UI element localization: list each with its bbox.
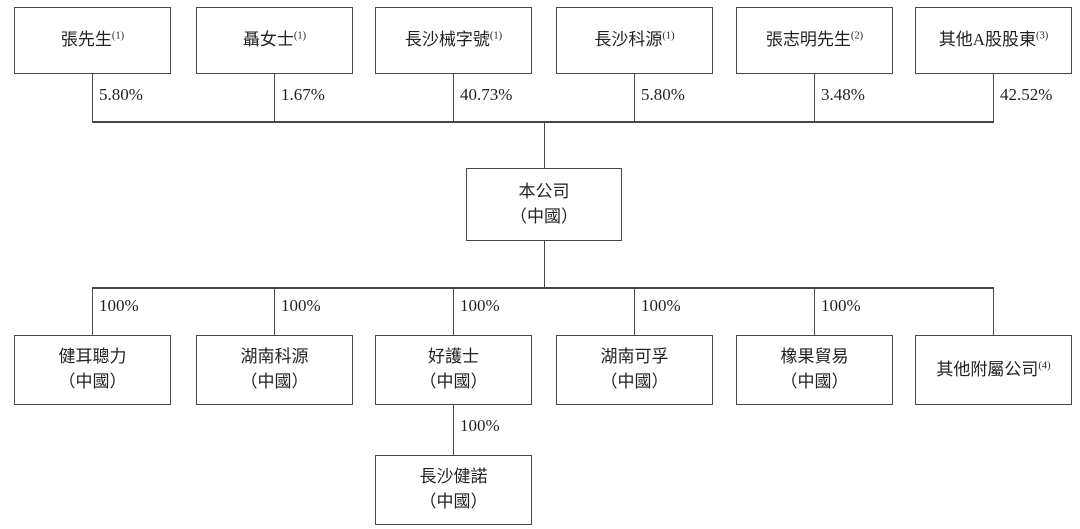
subsidiary-location: （中國）: [58, 372, 127, 391]
subsidiary-location: （中國）: [419, 492, 488, 511]
footnote-marker: (4): [1038, 360, 1051, 372]
connector-line: [992, 74, 994, 122]
ownership-pct-label: 1.67%: [281, 85, 325, 104]
subsidiary-name: 橡果貿易: [780, 347, 849, 367]
connector-line: [543, 241, 545, 288]
subsidiary-location: （中國）: [780, 372, 849, 391]
ownership-pct-label: 100%: [99, 296, 139, 315]
footnote-marker: (1): [111, 30, 125, 42]
subsidiary-location: （中國）: [600, 372, 669, 391]
subsidiary-name: 好護士: [428, 347, 479, 367]
subsidiary-name: 其他附屬公司(4): [936, 359, 1051, 379]
shareholder-name: 張先生(1): [60, 30, 125, 50]
footnote-marker: (2): [850, 30, 864, 42]
shareholder-box-zhang-zhiming: 張志明先生(2): [736, 7, 893, 74]
company-name: 本公司: [518, 181, 570, 201]
ownership-pct-label: 100%: [460, 416, 500, 435]
connector-line: [452, 74, 454, 122]
footnote-marker: (1): [489, 30, 503, 42]
shareholder-name: 其他A股股東(3): [938, 30, 1049, 50]
subsidiary-box-jianer-tingli: 健耳聰力 （中國）: [14, 335, 171, 405]
ownership-pct-label: 100%: [821, 296, 861, 315]
shareholder-name: 長沙科源(1): [594, 30, 675, 50]
shareholder-box-nie: 聶女士(1): [196, 7, 353, 74]
subsidiary-name: 健耳聰力: [58, 347, 127, 367]
ownership-pct-label: 100%: [281, 296, 321, 315]
ownership-pct-label: 100%: [641, 296, 681, 315]
shareholder-name: 張志明先生(2): [765, 30, 864, 50]
connector-line: [633, 74, 635, 122]
footnote-marker: (1): [662, 30, 675, 42]
connector-line: [273, 74, 275, 122]
connector-line: [452, 405, 454, 455]
shareholder-box-changsha-xiezihao: 長沙械字號(1): [375, 7, 532, 74]
connector-line: [633, 287, 635, 335]
connector-line: [813, 287, 815, 335]
ownership-pct-label: 5.80%: [99, 85, 143, 104]
connector-line: [273, 287, 275, 335]
ownership-pct-label: 3.48%: [821, 85, 865, 104]
shareholder-box-other-a-shareholders: 其他A股股東(3): [915, 7, 1072, 74]
company-box: 本公司 （中國）: [466, 168, 622, 241]
connector-line: [813, 74, 815, 122]
shareholder-box-changsha-keyuan: 長沙科源(1): [556, 7, 713, 74]
shareholder-name: 長沙械字號(1): [404, 30, 503, 50]
connector-line: [543, 121, 545, 168]
ownership-pct-label: 40.73%: [460, 85, 513, 104]
shareholder-name: 聶女士(1): [242, 30, 307, 50]
subsidiary-location: （中國）: [240, 372, 309, 391]
ownership-pct-label: 42.52%: [1000, 85, 1053, 104]
subsidiary-box-xiangguo-maoyi: 橡果貿易 （中國）: [736, 335, 893, 405]
subsidiary-name: 湖南可孚: [600, 347, 669, 367]
subsidiary-box-hunan-kefu: 湖南可孚 （中國）: [556, 335, 713, 405]
subsidiary-name: 湖南科源: [240, 347, 309, 367]
connector-line: [91, 287, 93, 335]
connector-line: [452, 287, 454, 335]
subsidiary-box-changsha-jiannuo: 長沙健諾 （中國）: [375, 455, 532, 525]
footnote-marker: (3): [1036, 30, 1049, 42]
connector-line: [992, 287, 994, 335]
subsidiary-location: （中國）: [419, 372, 488, 391]
ownership-pct-label: 5.80%: [641, 85, 685, 104]
ownership-pct-label: 100%: [460, 296, 500, 315]
subsidiary-box-hunan-keyuan: 湖南科源 （中國）: [196, 335, 353, 405]
connector-line: [91, 121, 994, 123]
company-location: （中國）: [510, 206, 578, 226]
footnote-marker: (1): [293, 30, 307, 42]
connector-line: [91, 74, 93, 122]
subsidiary-box-other-subsidiaries: 其他附屬公司(4): [915, 335, 1072, 405]
shareholder-box-zhang: 張先生(1): [14, 7, 171, 74]
subsidiary-name: 長沙健諾: [419, 467, 488, 487]
subsidiary-box-haohushi: 好護士 （中國）: [375, 335, 532, 405]
connector-line: [91, 287, 994, 289]
